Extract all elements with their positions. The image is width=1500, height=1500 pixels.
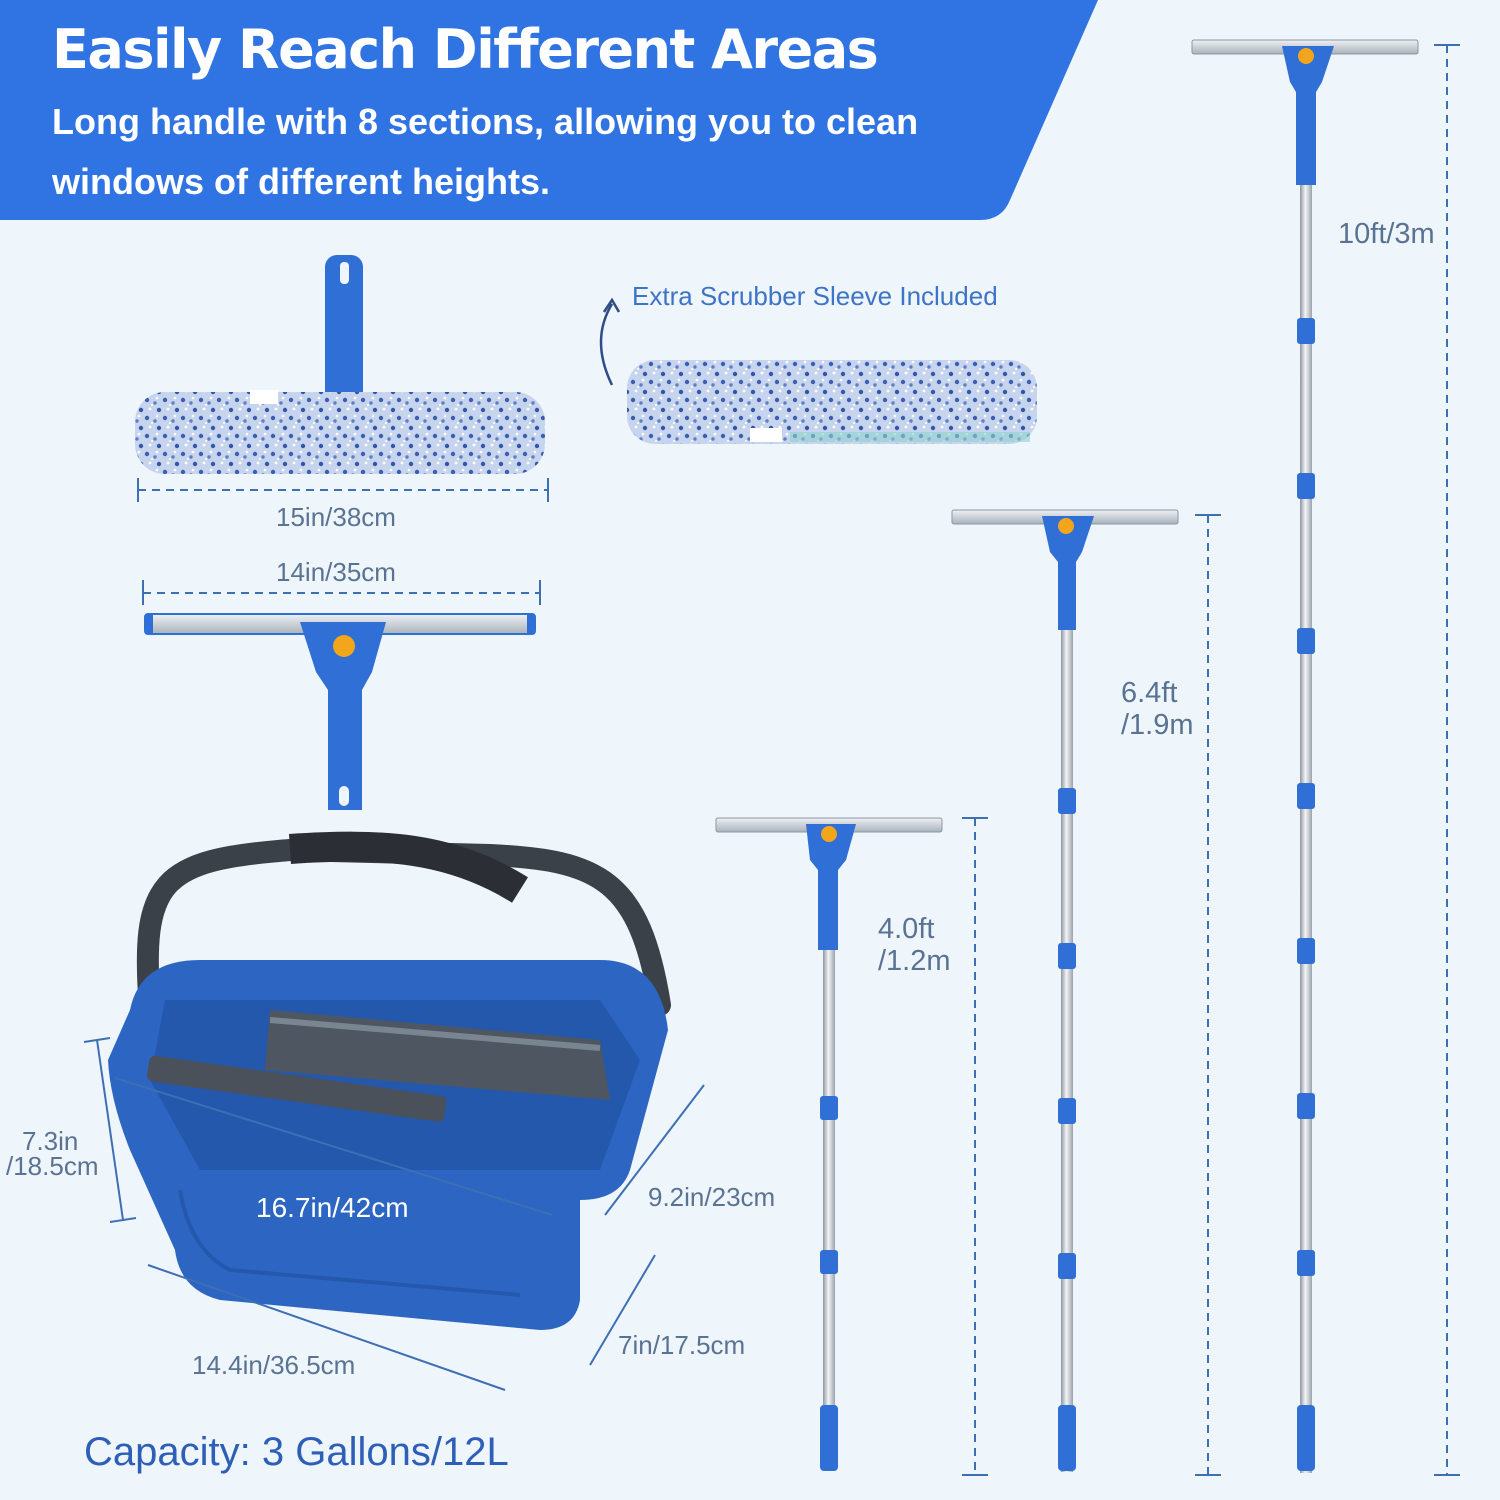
pole-long [1191, 39, 1419, 1473]
pole-long-label: 10ft/3m [1338, 218, 1435, 250]
page-title: Easily Reach Different Areas [52, 18, 879, 81]
squeegee-width-label: 14in/35cm [276, 557, 396, 587]
scrubber-with-handle [135, 255, 545, 474]
pole-short-label-m: /1.2m [878, 945, 951, 977]
scrubber-width-dimension [137, 478, 549, 502]
bucket-top-width-label: 9.2in/23cm [648, 1182, 776, 1212]
pole-short-label-ft: 4.0ft [878, 913, 935, 945]
bucket-bottom-width-label: 7in/17.5cm [618, 1330, 746, 1360]
bucket-dimension-lines [83, 1037, 705, 1391]
bucket [108, 831, 671, 1330]
bucket-top-length-label: 16.7in/42cm [256, 1192, 409, 1223]
squeegee-head [144, 613, 536, 810]
page-subtitle: Long handle with 8 sections, allowing yo… [52, 101, 919, 202]
bucket-height-label-in: 7.3in [22, 1126, 79, 1156]
extra-sleeve-note: Extra Scrubber Sleeve Included [632, 281, 998, 311]
pole-height-dimensions [962, 44, 1460, 1476]
extra-scrubber-sleeve [627, 360, 1037, 444]
pole-medium [951, 509, 1179, 1472]
bucket-height-label-cm: /18.5cm [6, 1151, 99, 1181]
pole-medium-label-m: /1.9m [1121, 709, 1194, 741]
bucket-capacity: Capacity: 3 Gallons/12L [84, 1430, 509, 1474]
header-banner [0, 0, 1098, 220]
pole-medium-label-ft: 6.4ft [1121, 677, 1178, 709]
pole-short [715, 817, 943, 1471]
bucket-bottom-length-label: 14.4in/36.5cm [192, 1350, 356, 1380]
curved-arrow-icon [599, 303, 614, 386]
scrubber-width-label: 15in/38cm [276, 502, 396, 532]
squeegee-width-dimension [142, 580, 541, 605]
